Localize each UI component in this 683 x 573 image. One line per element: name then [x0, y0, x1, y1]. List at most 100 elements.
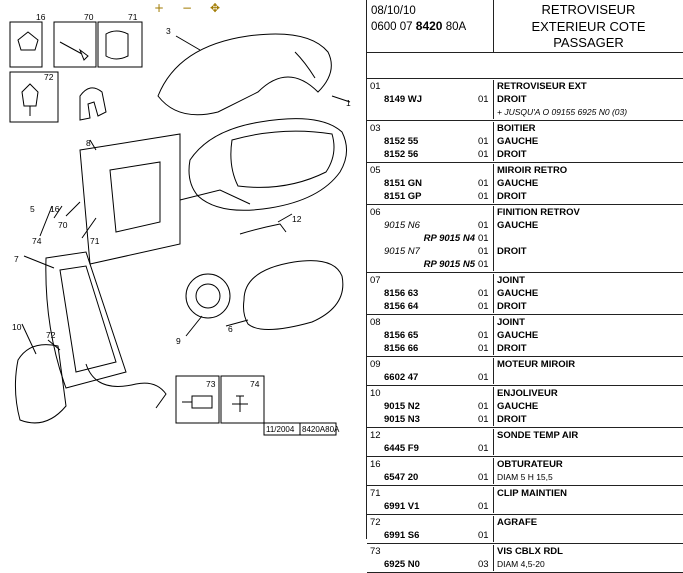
part-description: BOITIER [497, 123, 536, 134]
part-row[interactable]: JOINT [367, 274, 683, 287]
part-quantity: 01 [477, 219, 494, 232]
part-1-mirror [188, 118, 347, 211]
part-reference [367, 316, 477, 329]
part-description: DIAM 4,5-20 [497, 559, 545, 569]
part-row[interactable]: ENJOLIVEUR [367, 387, 683, 400]
inset-box-73 [175, 375, 220, 424]
stamp-date: 11/2004 [266, 425, 295, 434]
inset-box-70 [53, 21, 97, 68]
part-reference: 6991 S6 [384, 530, 420, 541]
part-description: DROIT [497, 149, 527, 160]
header-meta: 08/10/10 0600 07 8420 80A [371, 4, 491, 50]
part-row[interactable]: MIROIR RETRO [367, 164, 683, 177]
part-description: JOINT [497, 275, 525, 286]
callout-72-top: 72 [44, 72, 54, 82]
part-reference [367, 206, 477, 219]
part-description [494, 258, 683, 271]
part-reference [367, 358, 477, 371]
header-code-suffix: 80A [445, 21, 467, 33]
part-row[interactable]: FINITION RETROV [367, 206, 683, 219]
part-reference: 6991 V1 [384, 501, 420, 512]
part-quantity: 01 [477, 148, 494, 161]
part-row[interactable]: JOINT [367, 316, 683, 329]
part-reference [367, 429, 477, 442]
part-reference [367, 164, 477, 177]
zoom-in-icon[interactable]: + [153, 1, 165, 15]
part-description: OBTURATEUR [497, 459, 563, 470]
callout-74: 74 [32, 236, 42, 246]
zoom-out-icon[interactable]: − [181, 1, 193, 15]
part-row[interactable]: 6991 S6 01 [367, 529, 683, 542]
part-reference: 8152 55 [384, 136, 419, 147]
title-line-1: RETROVISEUR [541, 2, 636, 17]
part-quantity [477, 545, 494, 558]
callout-5: 6 [228, 324, 233, 334]
part-row[interactable]: MOTEUR MIROIR [367, 358, 683, 371]
part-quantity: 01 [477, 329, 494, 342]
part-description: AGRAFE [497, 517, 538, 528]
part-quantity: 01 [477, 529, 494, 542]
part-row[interactable]: VIS CBLX RDL [367, 545, 683, 558]
part-group-number: 06 [370, 207, 381, 218]
inset-box-72 [9, 71, 59, 123]
part-reference [367, 516, 477, 529]
part-quantity: 01 [477, 258, 494, 271]
part-row[interactable]: + JUSQU'A O 09155 6925 N0 (03) [367, 106, 683, 119]
part-group-number: 71 [370, 488, 381, 499]
part-reference [367, 122, 477, 135]
part-quantity [477, 274, 494, 287]
part-description: DROIT [497, 414, 527, 425]
parts-panel: 08/10/10 0600 07 8420 80A RETROVISEUR EX… [366, 0, 683, 573]
part-description: SONDE TEMP AIR [497, 430, 579, 441]
part-quantity: 01 [477, 287, 494, 300]
part-reference [367, 458, 477, 471]
part-description: GAUCHE [497, 220, 539, 231]
zoom-fit-icon[interactable]: ✥ [209, 1, 221, 15]
part-group-number: 09 [370, 359, 381, 370]
part-row[interactable]: SONDE TEMP AIR [367, 429, 683, 442]
stamp-code: 8420A80A [302, 425, 340, 434]
callout-8: 8 [86, 138, 91, 148]
part-description [494, 442, 683, 455]
part-row[interactable]: CLIP MAINTIEN [367, 487, 683, 500]
part-row[interactable]: BOITIER [367, 122, 683, 135]
part-description: DROIT [497, 191, 527, 202]
part-row[interactable]: AGRAFE [367, 516, 683, 529]
part-row[interactable]: RETROVISEUR EXT [367, 80, 683, 93]
part-quantity [477, 80, 494, 93]
part-reference: 9015 N3 [384, 414, 420, 425]
header-code-main: 8420 [415, 19, 443, 33]
part-description: DIAM 5 H 15,5 [497, 472, 553, 482]
part-group-number: 16 [370, 459, 381, 470]
part-description [494, 500, 683, 513]
part-5-glass [243, 260, 344, 331]
inset-box-16 [9, 21, 43, 68]
part-quantity [477, 316, 494, 329]
part-row[interactable]: OBTURATEUR [367, 458, 683, 471]
title-line-3: PASSAGER [553, 35, 624, 50]
